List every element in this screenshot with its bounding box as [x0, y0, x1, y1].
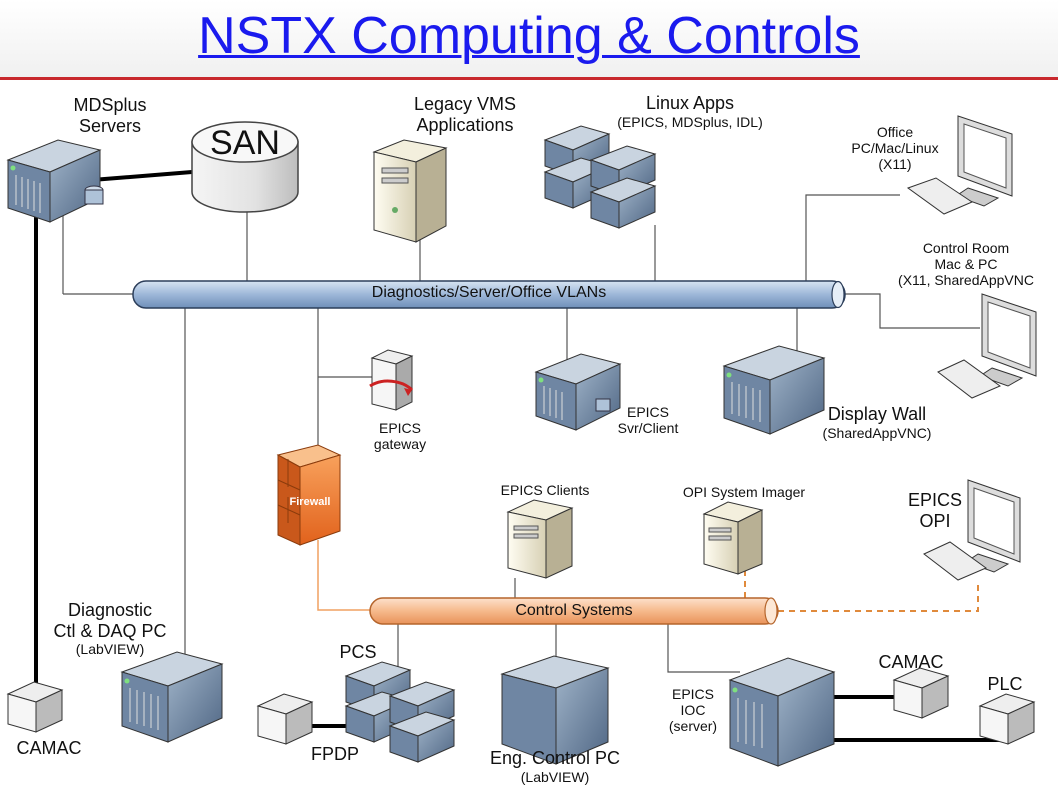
link-opi [778, 585, 979, 612]
fpdp-box-icon [256, 693, 314, 745]
display-wall-label: Display Wall(SharedAppVNC) [822, 404, 932, 441]
camac-right-label: CAMAC [878, 652, 944, 672]
tower-pc-icon [702, 501, 764, 575]
firewall-icon [276, 444, 342, 546]
san-icon [191, 121, 299, 213]
link-control-room [845, 293, 980, 329]
server-cluster-icon [344, 661, 456, 763]
title-rule [0, 77, 1058, 80]
lower-bus-label: Control Systems [515, 602, 633, 619]
tower-pc-icon [372, 139, 448, 243]
server-rack-icon [722, 345, 826, 435]
opi-imager-label: OPI System Imager [682, 484, 806, 500]
server-cluster-icon [543, 125, 657, 229]
san-label: SAN [210, 124, 280, 162]
server-rack-icon [728, 657, 836, 767]
gateway-icon [369, 349, 414, 411]
tower-pc-icon [506, 499, 574, 579]
link-firewall-ctl [317, 540, 370, 611]
upper-bus [132, 280, 846, 309]
pcs-label: PCS [339, 642, 377, 662]
server-rack-icon [534, 353, 622, 431]
server-rack-icon [120, 651, 224, 743]
camac-left-label: CAMAC [16, 738, 82, 758]
plc-box-icon [978, 693, 1036, 745]
link-ioc [667, 624, 740, 673]
eng-control-label: Eng. Control PC(LabVIEW) [489, 748, 621, 785]
title-bar [0, 0, 1058, 78]
link-san-thick [91, 170, 193, 182]
server-rack-icon [500, 655, 610, 765]
monitor-icon [937, 293, 1037, 399]
lower-bus [369, 597, 779, 625]
connection-lines [62, 194, 980, 680]
server-rack-icon [6, 139, 104, 223]
monitor-icon [923, 479, 1021, 581]
fpdp-label: FPDP [310, 744, 359, 764]
link-office [805, 194, 900, 282]
camac-box-icon [892, 667, 950, 719]
monitor-icon [906, 115, 1013, 215]
linux-apps-label: Linux Apps(EPICS, MDSplus, IDL) [617, 93, 763, 130]
epics-clients-label: EPICS Clients [500, 482, 590, 498]
plc-label: PLC [987, 674, 1023, 694]
page-title: NSTX Computing & Controls [198, 7, 860, 65]
firewall-label: Firewall [289, 496, 331, 508]
upper-bus-label: Diagnostics/Server/Office VLANs [371, 284, 607, 301]
camac-box-icon [6, 681, 64, 733]
